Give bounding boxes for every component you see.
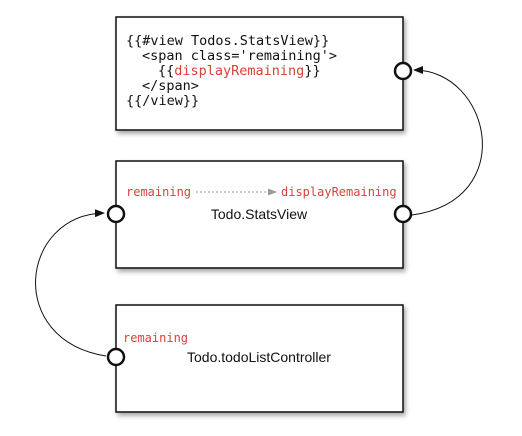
binding-curve-controller-to-stats (35, 209, 107, 357)
template-line-3-close: }} (304, 63, 320, 79)
controller-box: remaining Todo.todoListController (115, 304, 404, 413)
template-line-1: {{#view Todos.StatsView}} (126, 33, 329, 49)
stats-view-input-port-circle (106, 204, 126, 224)
binding-curve-stats-to-template (411, 66, 483, 216)
template-line-3-open: {{ (158, 63, 174, 79)
stats-view-output-port-circle (393, 204, 413, 224)
stats-view-remaining-label: remaining (126, 185, 191, 199)
stats-view-box-frame (115, 160, 404, 269)
template-box-frame (115, 16, 404, 131)
template-box: {{#view Todos.StatsView}} <span class='r… (115, 16, 404, 131)
template-line-5: {{/view}} (126, 93, 199, 109)
stats-view-display-remaining-label: displayRemaining (281, 185, 397, 199)
template-port-circle (393, 61, 413, 81)
template-line-4: </span> (142, 78, 199, 94)
template-binding-display-remaining: displayRemaining (174, 63, 304, 79)
controller-title: Todo.todoListController (187, 349, 331, 365)
template-line-3: {{displayRemaining}} (158, 63, 321, 79)
template-line-2: <span class='remaining'> (142, 48, 337, 64)
controller-remaining-label: remaining (123, 331, 188, 345)
controller-port-circle (106, 347, 126, 367)
stats-view-title: Todo.StatsView (211, 206, 308, 222)
stats-view-box: remaining displayRemaining Todo.StatsVie… (115, 160, 404, 269)
